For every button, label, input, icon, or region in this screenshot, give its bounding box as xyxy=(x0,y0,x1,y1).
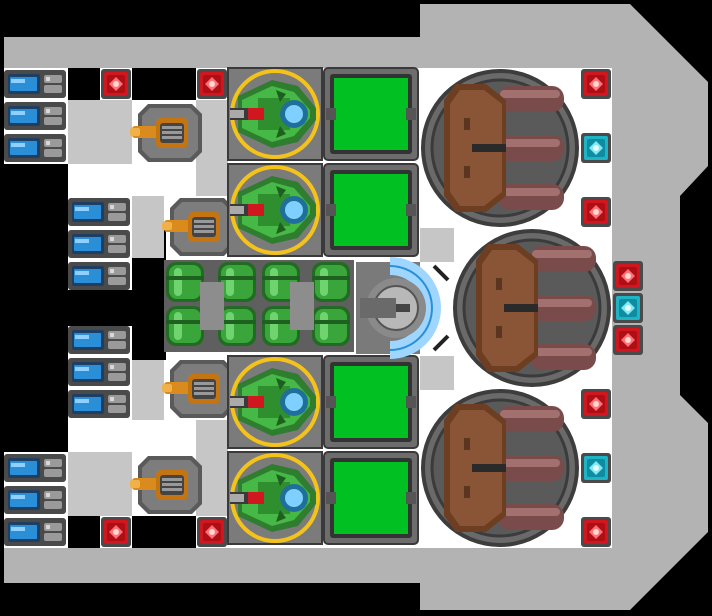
cyan-crew-module-icon[interactable] xyxy=(581,453,611,483)
green-screen-icon[interactable] xyxy=(323,163,419,257)
cyan-crew-module-icon[interactable] xyxy=(613,293,643,323)
green-weapon-icon[interactable] xyxy=(226,354,324,450)
red-crew-module-icon[interactable] xyxy=(581,517,611,547)
reactor-core-icon[interactable] xyxy=(356,257,450,359)
energy-cell-icon xyxy=(68,262,130,290)
energy-cell-icon xyxy=(68,390,130,418)
cyan-crew-module-icon[interactable] xyxy=(581,133,611,163)
turret-icon[interactable] xyxy=(162,198,234,256)
energy-cell-icon xyxy=(4,70,66,98)
energy-cell-icon xyxy=(4,454,66,482)
energy-cell-icon xyxy=(4,486,66,514)
cannon-icon[interactable] xyxy=(419,387,581,549)
fuel-tank-icon xyxy=(166,262,204,302)
red-crew-module-icon[interactable] xyxy=(197,517,227,547)
turret-icon[interactable] xyxy=(130,456,202,514)
red-crew-module-icon[interactable] xyxy=(101,517,131,547)
energy-cell-icon xyxy=(4,518,66,546)
red-crew-module-icon[interactable] xyxy=(613,325,643,355)
green-weapon-icon[interactable] xyxy=(226,66,324,162)
red-crew-module-icon[interactable] xyxy=(613,261,643,291)
green-screen-icon[interactable] xyxy=(323,451,419,545)
cannon-icon[interactable] xyxy=(451,227,613,389)
red-crew-module-icon[interactable] xyxy=(581,69,611,99)
green-weapon-icon[interactable] xyxy=(226,450,324,546)
fuel-tank-bank xyxy=(164,260,354,352)
energy-cell-icon xyxy=(68,230,130,258)
energy-cell-icon xyxy=(68,326,130,354)
cannon-icon[interactable] xyxy=(419,67,581,229)
room-floors xyxy=(68,100,454,516)
turret-icon[interactable] xyxy=(130,104,202,162)
red-crew-module-icon[interactable] xyxy=(581,389,611,419)
green-screen-icon[interactable] xyxy=(323,355,419,449)
green-weapon-icon[interactable] xyxy=(226,162,324,258)
red-crew-module-icon[interactable] xyxy=(197,69,227,99)
energy-cell-icon xyxy=(68,198,130,226)
fuel-tank-icon xyxy=(312,262,350,302)
turret-icon[interactable] xyxy=(162,360,234,418)
fuel-tank-icon xyxy=(312,306,350,346)
red-crew-module-icon[interactable] xyxy=(101,69,131,99)
green-screen-icon[interactable] xyxy=(323,67,419,161)
energy-cell-icon xyxy=(4,134,66,162)
energy-cell-icon xyxy=(68,358,130,386)
energy-cell-icon xyxy=(4,102,66,130)
red-crew-module-icon[interactable] xyxy=(581,197,611,227)
fuel-tank-icon xyxy=(166,306,204,346)
